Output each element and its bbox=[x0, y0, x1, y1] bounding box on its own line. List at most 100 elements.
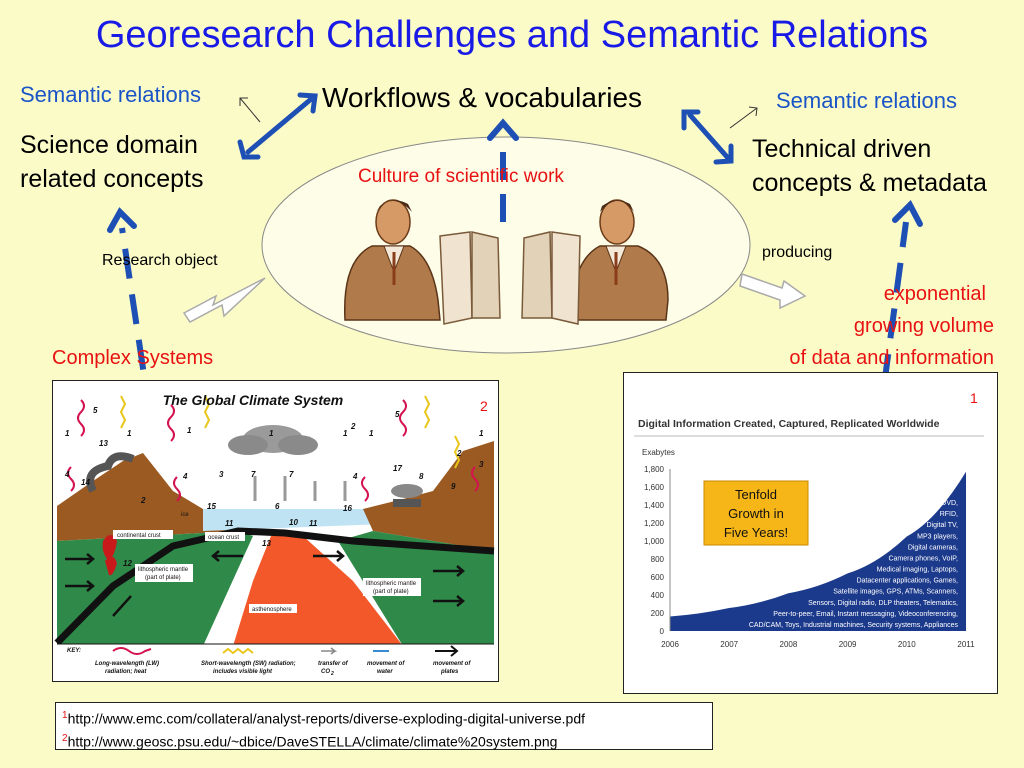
sw-radiation-icons bbox=[119, 395, 461, 469]
key-co2-1: transfer of bbox=[318, 661, 349, 667]
reference-url[interactable]: http://www.geosc.psu.edu/~dbice/DaveSTEL… bbox=[67, 733, 558, 750]
num-label: 4 bbox=[64, 470, 70, 479]
label-litho-left-1: lithospheric mantle bbox=[138, 567, 189, 573]
y-tick-label: 0 bbox=[660, 627, 665, 636]
num-label: 13 bbox=[262, 539, 271, 548]
climate-ref-mark: 2 bbox=[480, 398, 488, 414]
producing-label: producing bbox=[762, 244, 833, 261]
science-line-1: Science domain bbox=[20, 131, 198, 159]
idc-chart-title: Digital Information Created, Captured, R… bbox=[638, 418, 940, 430]
idc-ref-mark: 1 bbox=[970, 390, 978, 406]
double-arrow-right-icon bbox=[681, 109, 734, 165]
key-sw-2: includes visible light bbox=[213, 669, 273, 675]
magma-blob-icon bbox=[102, 535, 117, 561]
computer-right-icon bbox=[521, 231, 581, 325]
num-label: 1 bbox=[187, 426, 192, 435]
tech-line-1: Technical driven bbox=[752, 135, 932, 163]
y-tick-label: 200 bbox=[651, 609, 665, 618]
dashed-arrow-right-icon bbox=[869, 199, 923, 476]
label-litho-right-1: lithospheric mantle bbox=[366, 581, 417, 587]
science-line-2: related concepts bbox=[20, 165, 204, 193]
y-tick-label: 1,000 bbox=[644, 537, 665, 546]
technical-concepts-label: Technical driven concepts & metadata bbox=[752, 132, 987, 200]
digital-info-chart: 1 Digital Information Created, Captured,… bbox=[624, 373, 997, 693]
co2-key-icon bbox=[321, 647, 338, 655]
callout-line-2: Growth in bbox=[728, 506, 784, 521]
dashed-arrow-center-icon bbox=[487, 118, 519, 222]
y-tick-label: 400 bbox=[651, 591, 665, 600]
reference-mark: 1 bbox=[62, 710, 68, 721]
x-tick-label: 2007 bbox=[720, 640, 738, 649]
co2-transfer-icons bbox=[253, 476, 347, 501]
num-label: 1 bbox=[127, 429, 132, 438]
num-label: 10 bbox=[289, 518, 298, 527]
num-label: 7 bbox=[289, 470, 294, 479]
exp-line-2: growing volume bbox=[853, 315, 994, 337]
num-label: 12 bbox=[123, 559, 132, 568]
key-plates-2: plates bbox=[440, 669, 459, 675]
key-co2-sub: 2 bbox=[330, 671, 334, 677]
reference-mark: 2 bbox=[62, 732, 68, 744]
num-label: 11 bbox=[309, 519, 318, 528]
num-label: 6 bbox=[275, 502, 280, 511]
hollow-arrow-research-icon bbox=[182, 277, 266, 323]
num-label: 1 bbox=[479, 429, 484, 438]
key-water-1: movement of bbox=[367, 661, 405, 667]
key-water-2: water bbox=[377, 669, 393, 675]
num-label: 1 bbox=[369, 429, 374, 438]
lw-radiation-icons bbox=[67, 399, 479, 502]
num-label: 13 bbox=[99, 439, 108, 448]
num-label: 4 bbox=[182, 472, 188, 481]
exp-line-3: of data and information bbox=[789, 347, 994, 369]
x-tick-label: 2009 bbox=[839, 640, 857, 649]
num-label: 4 bbox=[352, 472, 358, 481]
num-label: 1 bbox=[65, 429, 70, 438]
num-label: 14 bbox=[81, 478, 90, 487]
y-tick-label: 1,600 bbox=[644, 483, 665, 492]
reference-url[interactable]: http://www.emc.com/collateral/analyst-re… bbox=[67, 710, 586, 727]
y-tick-label: 800 bbox=[651, 555, 665, 564]
num-label: 7 bbox=[251, 470, 256, 479]
reference-1: 1http://www.emc.com/collateral/analyst-r… bbox=[62, 706, 706, 729]
area-label: Digital TV, bbox=[926, 522, 958, 529]
y-tick-label: 600 bbox=[651, 573, 665, 582]
double-arrow-left-icon bbox=[237, 92, 318, 160]
semantic-relations-left: Semantic relations bbox=[20, 82, 201, 107]
cloud-icon bbox=[228, 425, 318, 455]
dashed-arrow-left-icon bbox=[107, 207, 153, 416]
y-tick-label: 1,800 bbox=[644, 465, 665, 474]
label-litho-left-2: (part of plate) bbox=[145, 575, 181, 581]
plates-key-icon bbox=[435, 645, 459, 657]
callout-line-1: Tenfold bbox=[735, 487, 777, 502]
computer-left-icon bbox=[439, 231, 501, 325]
area-label: MP3 players, bbox=[917, 533, 958, 540]
x-tick-label: 2008 bbox=[780, 640, 798, 649]
area-label: Medical imaging, Laptops, bbox=[877, 567, 958, 574]
exponential-growth-label: exponential growing volume of data and i… bbox=[720, 278, 994, 374]
research-object-label: Research object bbox=[102, 252, 218, 269]
num-label: 9 bbox=[451, 482, 456, 491]
key-lw-1: Long-wavelength (LW) bbox=[95, 661, 159, 667]
num-label: 3 bbox=[219, 470, 224, 479]
num-label: 16 bbox=[343, 504, 352, 513]
key-sw-1: Short-wavelength (SW) radiation; bbox=[201, 661, 296, 667]
y-tick-label: 1,200 bbox=[644, 519, 665, 528]
num-label: 15 bbox=[207, 502, 216, 511]
label-ice: ice bbox=[181, 512, 189, 518]
key-lw-2: radiation; heat bbox=[105, 669, 147, 675]
key-co2-2: CO bbox=[321, 669, 330, 675]
factory-icon bbox=[391, 484, 423, 507]
references-box: 1http://www.emc.com/collateral/analyst-r… bbox=[55, 702, 713, 750]
callout-line-3: Five Years! bbox=[724, 525, 788, 540]
digital-info-figure: 1 Digital Information Created, Captured,… bbox=[623, 372, 998, 694]
num-label: 2 bbox=[350, 422, 356, 431]
label-asthenosphere: asthenosphere bbox=[252, 607, 292, 613]
area-label: Sensors, Digital radio, DLP theaters, Te… bbox=[808, 600, 958, 607]
slide-title: Georesearch Challenges and Semantic Rela… bbox=[95, 14, 929, 56]
num-label: 5 bbox=[395, 410, 400, 419]
magma-blob-icon bbox=[105, 556, 117, 576]
climate-system-svg: The Global Climate System 2 continental … bbox=[53, 381, 498, 681]
tenfold-callout: Tenfold Growth in Five Years! bbox=[703, 480, 809, 546]
person-left-icon bbox=[343, 199, 441, 321]
